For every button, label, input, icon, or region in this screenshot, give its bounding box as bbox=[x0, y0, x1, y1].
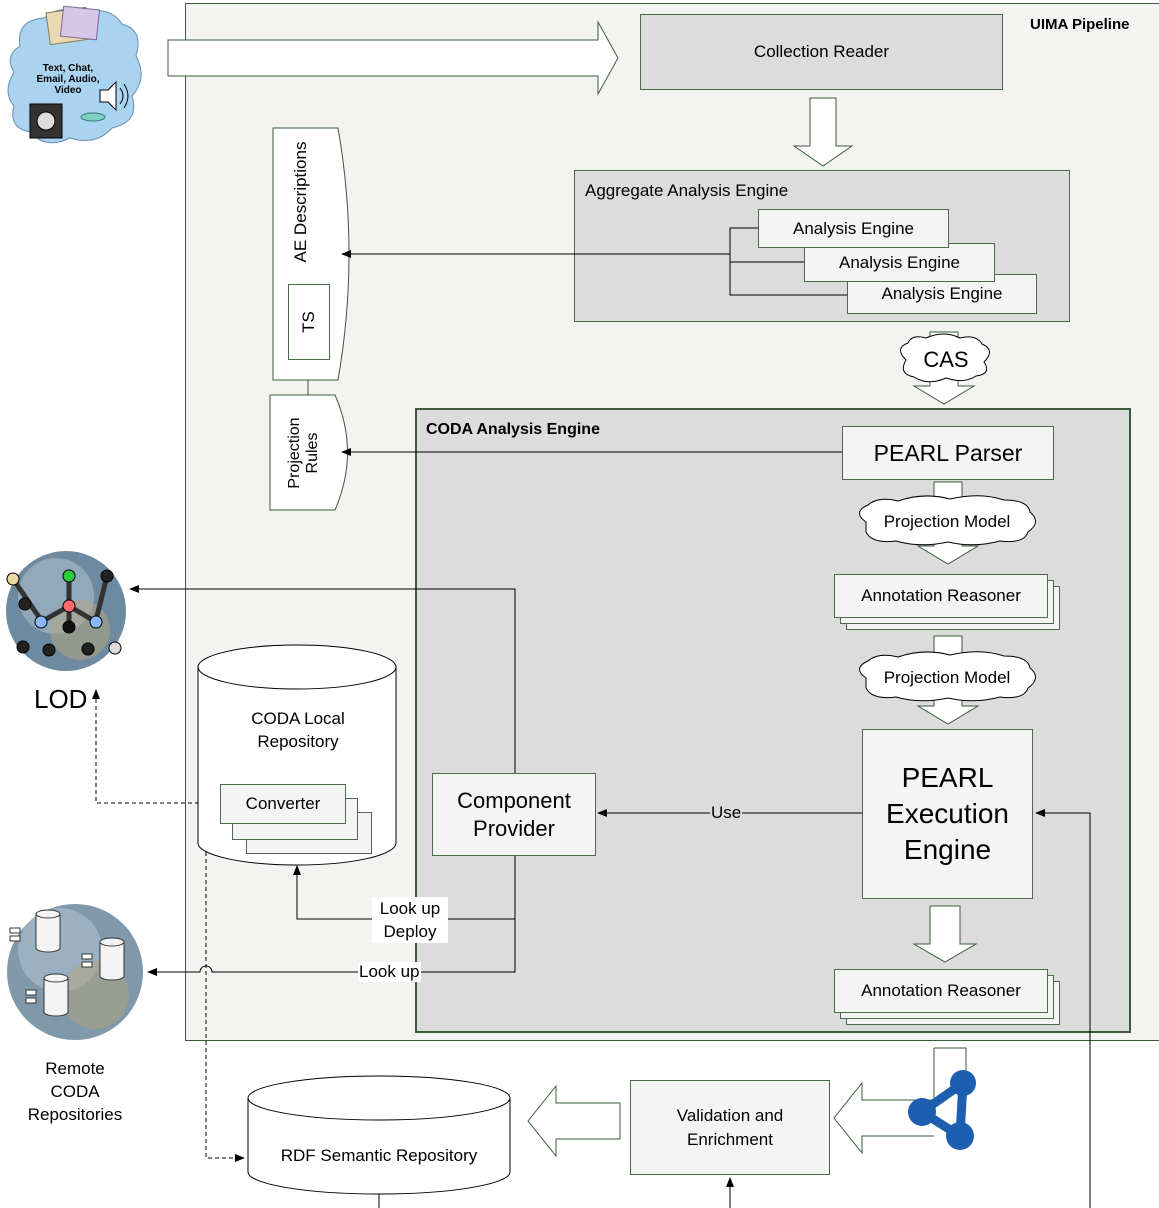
ts-box: TS bbox=[288, 284, 330, 360]
annotation-reasoner-2-label: Annotation Reasoner bbox=[861, 981, 1021, 1000]
lookup-deploy-line2: Deploy bbox=[383, 922, 437, 941]
local-repo-title: CODA Local Repository bbox=[210, 706, 386, 754]
lod-label: LOD bbox=[34, 684, 88, 714]
film-reel-icon bbox=[36, 111, 56, 131]
speaker-icon bbox=[99, 80, 117, 112]
rdf-repo-label: RDF Semantic Repository bbox=[248, 1140, 510, 1172]
collection-reader: Collection Reader bbox=[640, 14, 1003, 90]
analysis-engine-2-label: Analysis Engine bbox=[839, 252, 960, 272]
projection-model-cloud-1 bbox=[859, 495, 1036, 546]
source-text-line1: Text, Chat, bbox=[42, 62, 94, 74]
aggregate-bracket bbox=[729, 227, 848, 296]
annotation-reasoner-1: Annotation Reasoner bbox=[834, 574, 1048, 618]
pearl-parser: PEARL Parser bbox=[842, 426, 1054, 480]
uima-pipeline-title: UIMA Pipeline bbox=[1030, 16, 1130, 33]
projection-model-2: Projection Model bbox=[862, 662, 1032, 694]
reader-to-aggregate-arrow bbox=[792, 97, 854, 167]
analysis-engine-3-label: Analysis Engine bbox=[881, 284, 1003, 303]
source-to-reader-arrow bbox=[167, 20, 619, 96]
coda-analysis-engine-title: CODA Analysis Engine bbox=[426, 421, 600, 438]
lookup-deploy-line1: Look up bbox=[379, 899, 441, 918]
pearl-execution-engine: PEARL Execution Engine bbox=[862, 729, 1033, 899]
analysis-engine-1: Analysis Engine bbox=[758, 209, 949, 248]
validation-line2: Enrichment bbox=[687, 1129, 773, 1149]
execution-engine-line1: PEARL bbox=[901, 762, 994, 793]
cas-cloud bbox=[900, 333, 990, 383]
validation-to-rdf-arrow bbox=[527, 1084, 621, 1158]
analysis-engine-3: Analysis Engine bbox=[847, 274, 1037, 314]
analysis-engine-1-label: Analysis Engine bbox=[793, 218, 914, 238]
local-repo-title-line2: Repository bbox=[257, 732, 339, 751]
lod-globe bbox=[6, 551, 126, 671]
annotation-reasoner-1-label: Annotation Reasoner bbox=[861, 586, 1021, 605]
remote-line2: CODA bbox=[50, 1081, 100, 1101]
pearl-parser-label: PEARL Parser bbox=[873, 439, 1023, 466]
rdf-repo-text: RDF Semantic Repository bbox=[280, 1146, 478, 1165]
collection-reader-label: Collection Reader bbox=[753, 42, 890, 61]
converter-label: Converter bbox=[245, 794, 321, 813]
converter: Converter bbox=[220, 784, 346, 824]
projection-model-cloud-2 bbox=[859, 651, 1036, 702]
chat-icon bbox=[80, 112, 106, 122]
source-text-line3: Video bbox=[54, 84, 82, 96]
feedback-to-engine-line bbox=[1035, 809, 1091, 1208]
provider-to-lod-line bbox=[129, 585, 516, 773]
provider-to-remote-line bbox=[147, 919, 516, 976]
projection-rules-doc bbox=[269, 394, 348, 511]
source-text: Text, Chat, Email, Audio, Video bbox=[28, 58, 108, 100]
analysis-engine-2: Analysis Engine bbox=[804, 243, 995, 282]
lookup-label: Look up bbox=[358, 962, 421, 982]
aggregate-analysis-engine-title: Aggregate Analysis Engine bbox=[585, 181, 789, 200]
local-repo-title-line1: CODA Local bbox=[251, 709, 345, 728]
source-text-line2: Email, Audio, bbox=[36, 73, 100, 85]
projection-model-2-label: Projection Model bbox=[883, 668, 1011, 687]
validation-enrichment: Validation and Enrichment bbox=[630, 1080, 830, 1175]
use-label: Use bbox=[710, 803, 743, 823]
remote-repos-label: Remote CODA Repositories bbox=[14, 1055, 136, 1127]
execution-engine-line2: Execution bbox=[886, 798, 1009, 829]
cas-label: CAS bbox=[906, 342, 986, 378]
projection-model-1: Projection Model bbox=[862, 506, 1032, 538]
lookup-deploy-label: Look up Deploy bbox=[372, 897, 448, 943]
projection-model-1-label: Projection Model bbox=[883, 512, 1011, 531]
engine-to-reasoner-arrow bbox=[912, 905, 978, 963]
validation-line1: Validation and bbox=[676, 1105, 784, 1125]
converter-to-lod-dashed bbox=[92, 689, 220, 804]
sound-wave-icon bbox=[119, 83, 129, 109]
cas-text: CAS bbox=[923, 347, 969, 372]
component-provider: Component Provider bbox=[432, 773, 596, 856]
doc-stack-icon-2 bbox=[59, 5, 101, 41]
component-provider-line2: Provider bbox=[473, 815, 555, 841]
rdf-logo-icon bbox=[908, 1070, 976, 1150]
rdf-repo-cylinder bbox=[247, 1075, 511, 1195]
remote-line3: Repositories bbox=[27, 1104, 123, 1124]
component-provider-line1: Component bbox=[457, 787, 571, 813]
remote-line1: Remote bbox=[45, 1058, 105, 1078]
annotation-reasoner-2: Annotation Reasoner bbox=[834, 969, 1048, 1013]
remote-globe bbox=[7, 904, 143, 1040]
execution-engine-line3: Engine bbox=[903, 834, 992, 865]
